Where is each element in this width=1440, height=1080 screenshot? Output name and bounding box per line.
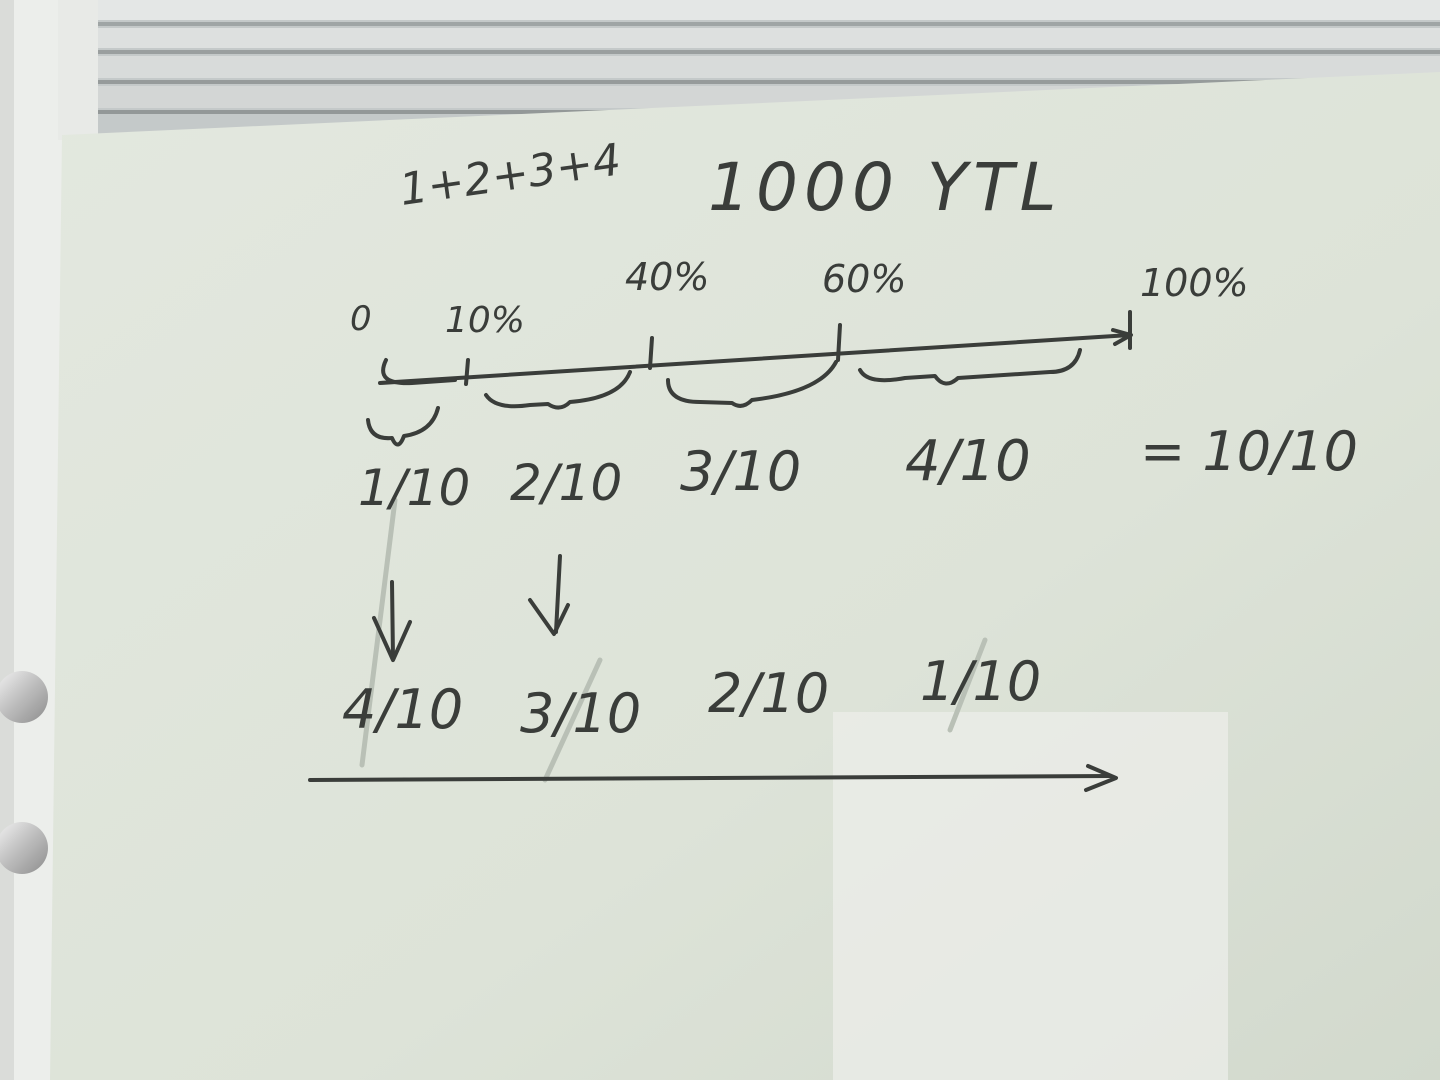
door-knob-top: [0, 671, 48, 723]
segment-fraction-1: 1/10: [358, 459, 470, 517]
scale-label-40: 40%: [625, 255, 709, 299]
scale-label-100: 100%: [1140, 261, 1249, 305]
equals-total: = 10/10: [1140, 420, 1358, 483]
segment-braces: [366, 348, 1082, 447]
paper-sheet: [833, 712, 1228, 1080]
segment-fraction-3: 3/10: [680, 440, 801, 503]
segment-fraction-4: 4/10: [905, 429, 1031, 494]
reversed-fraction-1: 4/10: [342, 678, 463, 741]
segment-fraction-2: 2/10: [510, 454, 622, 512]
scale-label-60: 60%: [822, 257, 906, 301]
reversed-fraction-3: 2/10: [708, 662, 829, 725]
heading-amount: 1000 YTL: [708, 149, 1062, 226]
reversed-fraction-2: 3/10: [520, 682, 641, 745]
left-frame: [0, 0, 98, 1080]
down-arrow-2: [528, 554, 570, 636]
bottom-arrow-line: [308, 764, 1118, 792]
scale-label-0: 0: [350, 299, 372, 339]
door-knob-bottom: [0, 822, 48, 874]
down-arrow-1: [372, 580, 412, 662]
scale-label-10: 10%: [445, 300, 525, 341]
reversed-fraction-4: 1/10: [920, 650, 1041, 713]
top-scale-line: [378, 310, 1133, 386]
